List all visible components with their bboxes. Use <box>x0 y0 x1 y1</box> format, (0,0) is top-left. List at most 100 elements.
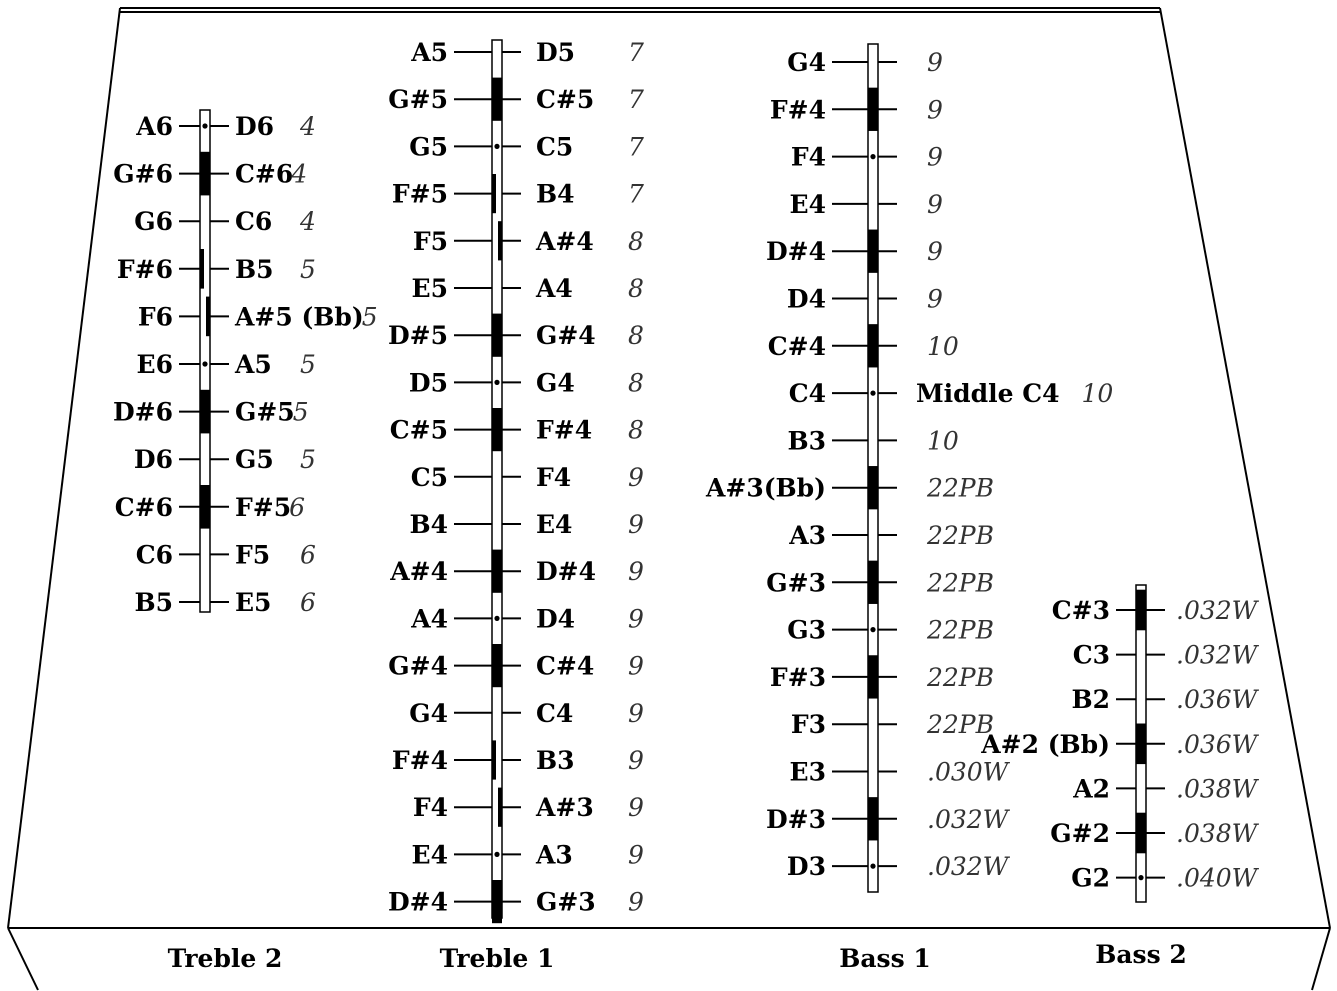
note-left: F6 <box>138 302 173 331</box>
bridge-marker-dot <box>870 154 876 160</box>
note-left: F#4 <box>392 746 448 775</box>
note-right: Middle C4 <box>916 379 1060 408</box>
note-left: G2 <box>1071 864 1110 893</box>
note-left: C6 <box>136 540 173 569</box>
string-gauge: 9 <box>628 888 644 917</box>
section-label: Treble 1 <box>440 944 555 973</box>
string-gauge: .032W <box>1176 596 1260 625</box>
note-left: E6 <box>137 350 173 379</box>
note-left: D#3 <box>766 805 826 834</box>
instrument-frame <box>7 7 1331 991</box>
note-right: C#4 <box>536 652 594 681</box>
section-label: Treble 2 <box>168 944 283 973</box>
string-gauge: .032W <box>927 852 1011 881</box>
note-left: A#4 <box>389 557 448 586</box>
note-right: A4 <box>535 274 573 303</box>
bridge-marker-thin <box>498 787 502 827</box>
string-gauge: 7 <box>628 180 644 209</box>
string-gauge: 22PB <box>926 474 994 503</box>
bridge-marker-black <box>1136 723 1146 765</box>
note-right: G4 <box>536 368 575 397</box>
string-gauge: 5 <box>300 445 316 474</box>
bridge-marker-black <box>492 549 502 593</box>
note-right: G#5 <box>235 398 295 427</box>
note-left: B5 <box>134 588 173 617</box>
note-left: A2 <box>1072 774 1110 803</box>
bridge-marker-black <box>200 485 210 529</box>
note-left: B2 <box>1071 685 1110 714</box>
string-gauge: 8 <box>628 321 644 350</box>
bridge-marker-black <box>200 151 210 196</box>
note-left: C#3 <box>1052 596 1110 625</box>
string-gauge: 4 <box>299 112 316 141</box>
string-gauge: 8 <box>628 416 644 445</box>
bridge-marker-black <box>492 313 502 357</box>
bridge-marker-black <box>492 644 502 688</box>
bridge-marker-thin <box>498 221 502 261</box>
note-left: A#2 (Bb) <box>980 730 1110 759</box>
note-left: D#6 <box>113 398 173 427</box>
note-left: E4 <box>412 840 448 869</box>
note-right: B5 <box>235 255 274 284</box>
note-right: F5 <box>235 540 270 569</box>
string-gauge: .038W <box>1176 774 1260 803</box>
bridge-1 <box>199 109 211 613</box>
string-gauge: 8 <box>628 227 644 256</box>
string-gauge: 9 <box>927 95 943 124</box>
string-gauge: 9 <box>927 237 943 266</box>
string-gauge: 7 <box>628 85 644 114</box>
string-gauge: 9 <box>628 699 644 728</box>
string-gauge: .036W <box>1176 685 1260 714</box>
string-gauge: 9 <box>927 143 943 172</box>
note-right: D5 <box>536 38 575 67</box>
note-left: F3 <box>791 710 826 739</box>
string-gauge: 8 <box>628 274 644 303</box>
string-gauge: 7 <box>628 132 644 161</box>
string-gauge: 22PB <box>926 521 994 550</box>
note-right: E5 <box>235 588 271 617</box>
string-gauge: 9 <box>628 793 644 822</box>
note-right: A#3 <box>535 793 594 822</box>
string-gauge: 9 <box>628 746 644 775</box>
note-left: F#5 <box>392 180 448 209</box>
note-left: G#2 <box>1050 819 1110 848</box>
note-left: G4 <box>787 48 826 77</box>
bridge-marker-dot <box>494 143 500 149</box>
note-left: G#4 <box>388 652 448 681</box>
note-left: A6 <box>135 112 173 141</box>
string-gauge: 22PB <box>926 568 994 597</box>
note-left: D3 <box>787 852 826 881</box>
note-right: C5 <box>536 132 573 161</box>
bridge-marker-black <box>868 229 878 273</box>
note-right: A3 <box>535 840 573 869</box>
note-left: F5 <box>413 227 448 256</box>
bridge-marker-black <box>868 87 878 131</box>
string-gauge: 6 <box>300 540 316 569</box>
note-left: E3 <box>790 758 826 787</box>
note-left: D5 <box>409 368 448 397</box>
bridge-2 <box>491 39 503 919</box>
string-gauge: 5 <box>300 255 316 284</box>
note-left: F#6 <box>117 255 173 284</box>
bridge-marker-thin <box>492 740 496 780</box>
note-right: A#4 <box>535 227 594 256</box>
bridge-marker-black <box>868 560 878 604</box>
note-right: C#6 <box>235 160 293 189</box>
note-left: E5 <box>412 274 448 303</box>
note-left: B3 <box>787 426 826 455</box>
bridge-marker-dot <box>870 390 876 396</box>
note-right: D#4 <box>536 557 596 586</box>
string-gauge: 9 <box>628 510 644 539</box>
bridge-marker-dot <box>870 627 876 633</box>
string-gauge: .030W <box>927 758 1011 787</box>
note-left: D#5 <box>388 321 448 350</box>
note-left: G#5 <box>388 85 448 114</box>
bridge-marker-black <box>1136 589 1146 631</box>
bridge-marker-black <box>868 466 878 510</box>
string-gauge: 5 <box>293 398 309 427</box>
bridge-marker-black <box>492 880 502 924</box>
note-left: G6 <box>134 207 173 236</box>
string-gauge: .040W <box>1176 864 1260 893</box>
